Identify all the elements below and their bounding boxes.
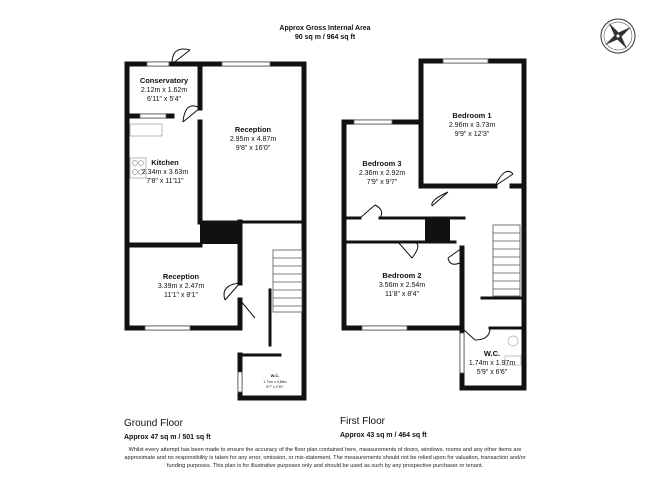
kitchen-fittings [129,123,163,179]
room-name: Bedroom 1 [452,111,491,120]
room-metric: 1.71m x 0.86m [263,380,286,384]
room-imperial: 9'8" x 16'0" [236,145,271,152]
room-name: W.C. [484,349,500,358]
room-imperial: 7'8" x 11'11" [146,178,184,185]
room-name: Bedroom 2 [382,271,421,280]
room-imperial: 11'1" x 8'1" [164,292,198,299]
first-windows [353,58,489,374]
gross-area-value: 90 sq m / 964 sq ft [294,34,356,41]
first-floor-label: First Floor [340,416,385,427]
disclaimer-text: Whilst every attempt has been made to en… [124,447,526,469]
room-metric: 2.12m x 1.62m [141,87,187,94]
room-name: Reception [163,272,200,281]
room-imperial: 9'9" x 12'3" [455,131,490,138]
room-metric: 2.36m x 2.92m [359,170,405,177]
room-imperial: 11'8" x 8'4" [385,291,419,298]
room-name: Bedroom 3 [362,159,401,168]
compass-rose-icon [600,18,636,54]
room-name: W.C. [271,373,280,378]
room-metric: 2.96m x 3.73m [449,122,495,129]
chimney-breast [200,222,240,244]
room-metric: 1.74m x 1.97m [469,360,515,367]
room-metric: 3.39m x 2.47m [158,283,204,290]
room-metric: 3.56m x 2.54m [379,282,425,289]
room-metric: 2.95m x 4.87m [230,136,276,143]
ground-floor-area: Approx 47 sq m / 501 sq ft [124,434,211,441]
first-doors [359,170,514,341]
room-name: Kitchen [151,158,179,167]
header: Approx Gross Internal Area 90 sq m / 964… [225,24,425,42]
first-stairs [492,224,521,297]
chimney-breast [425,218,450,242]
gross-area-title: Approx Gross Internal Area [279,25,371,32]
first-floor-area: Approx 43 sq m / 464 sq ft [340,432,427,439]
room-name: Conservatory [140,76,189,85]
room-imperial: 5'7" x 2'10" [266,385,284,389]
room-imperial: 6'11" x 5'4" [147,96,181,103]
room-imperial: 5'9" x 6'6" [477,369,508,376]
ground-floor-label: Ground Floor [124,418,183,429]
room-imperial: 7'9" x 9'7" [367,179,398,186]
wc-fittings [504,335,522,366]
ground-stairs [272,249,303,313]
room-name: Reception [235,125,272,134]
ground-doors [171,48,256,319]
ground-windows [139,61,271,393]
room-metric: 2.34m x 3.63m [142,169,188,176]
